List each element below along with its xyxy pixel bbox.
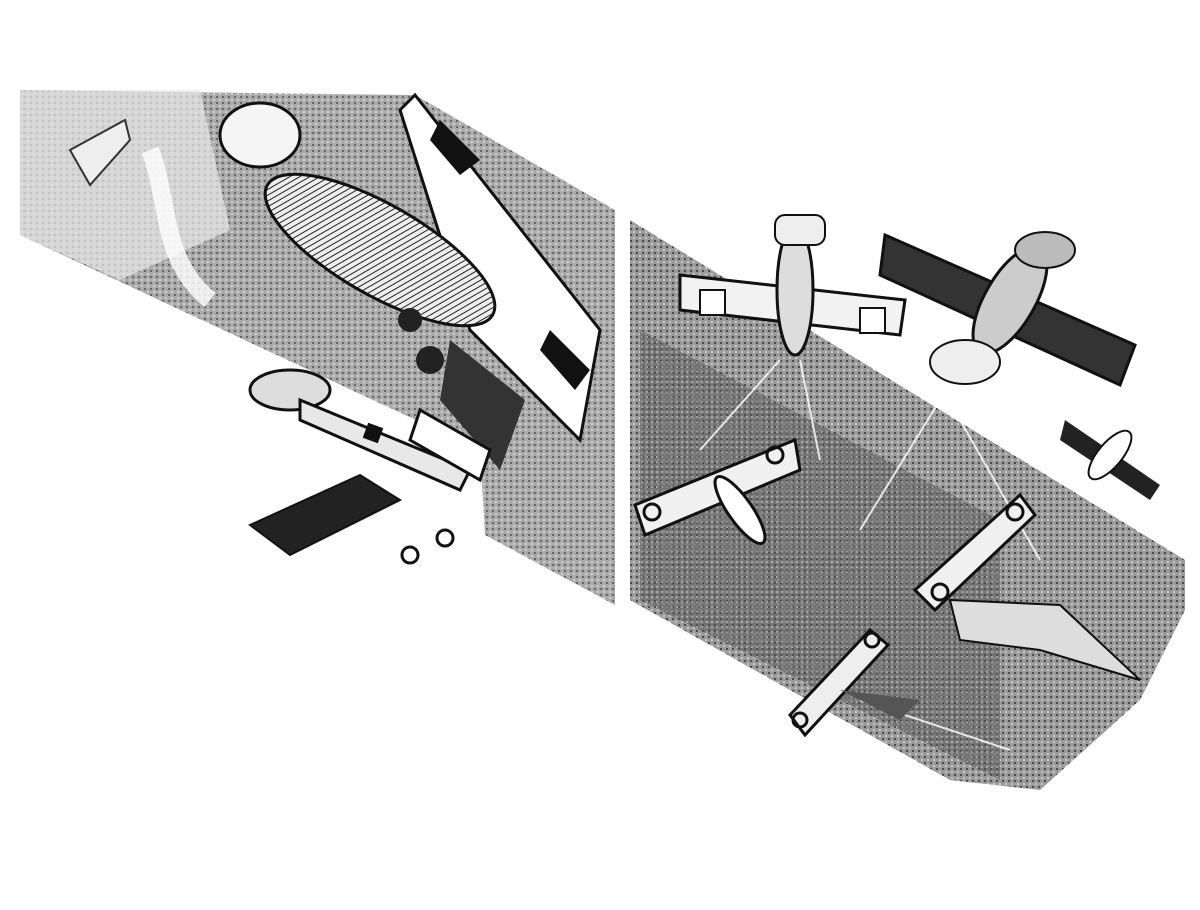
cross-insignia	[540, 330, 590, 390]
german-biplane-right	[878, 231, 1137, 388]
small-biplane-right	[1060, 420, 1160, 500]
german-two-seater	[248, 368, 492, 565]
roundel-insignia	[765, 445, 785, 465]
allied-biplane-roundels	[633, 437, 802, 545]
cross-insignia	[430, 120, 480, 175]
distant-plane	[68, 118, 132, 187]
smoke-trail	[141, 146, 216, 308]
allied-biplane-right	[912, 492, 1141, 681]
german-biplane-top	[678, 214, 907, 357]
allied-biplane-bottom	[788, 627, 920, 738]
roundel-insignia	[642, 502, 662, 522]
german-biplane-large	[218, 92, 602, 470]
